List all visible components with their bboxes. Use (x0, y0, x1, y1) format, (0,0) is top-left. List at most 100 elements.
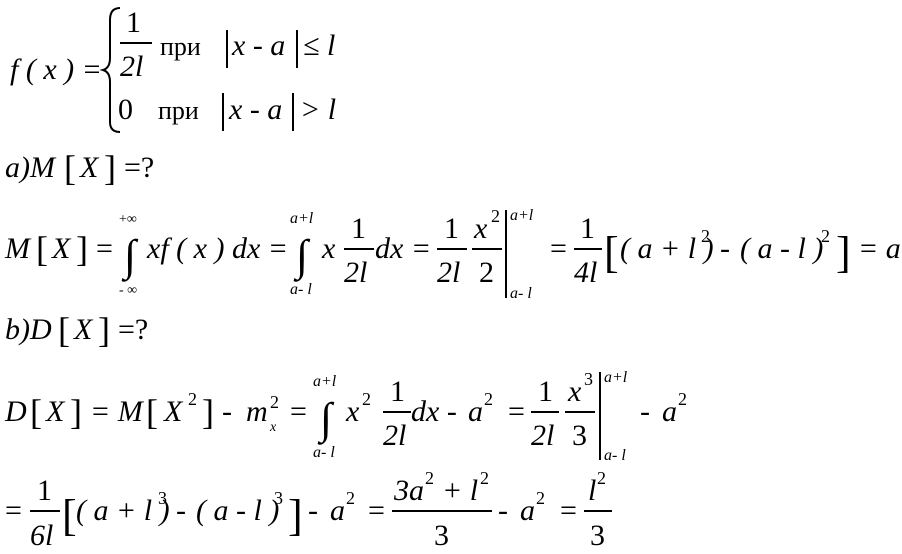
frac3-den: 2 (479, 256, 494, 289)
r-r-num: l (588, 474, 596, 507)
d-arg2: X (163, 395, 184, 428)
d-dx: dx - (411, 395, 457, 428)
d-frac3-exp: 3 (584, 369, 593, 389)
d-frac1-num: 1 (390, 375, 405, 408)
int1-lower: - ∞ (119, 283, 137, 298)
d-bracket2-r: ] (202, 392, 214, 432)
int2-upper: a+l (290, 210, 314, 227)
part-b-arg: X (73, 313, 94, 346)
r-a3: a (520, 494, 535, 527)
part-a-tail: =? (124, 151, 154, 184)
m-lhs: M (4, 232, 32, 265)
m-arg: X (51, 232, 72, 265)
r-term-1-exp: 3 (158, 488, 167, 508)
d-a2-exp: 2 (484, 389, 493, 409)
r-big-bracket-l: [ (62, 491, 77, 540)
case2-cond: x - a (228, 93, 282, 126)
int3-upper: a+l (313, 373, 337, 390)
d-m-sub: x (269, 420, 277, 435)
d-arg2-exp: 2 (188, 389, 197, 409)
r-frac-den: 6l (30, 519, 53, 552)
int3-lower: a- l (313, 444, 335, 461)
r-n-plus: + l (442, 474, 478, 507)
frac3-num: x (473, 212, 488, 245)
r-n-num: 3a (393, 474, 424, 507)
frac4-den: 4l (574, 256, 597, 289)
d-frac3-den: 3 (572, 419, 587, 452)
r-minus: - (176, 494, 186, 527)
d-minus: - (222, 395, 232, 428)
exp-a: 2 (701, 226, 710, 246)
d-frac3-num: x (567, 375, 582, 408)
r-n-exp2: 2 (480, 468, 489, 488)
d-lhs: D (4, 395, 27, 428)
r-a-exp: 2 (346, 488, 355, 508)
r-frac-num: 1 (37, 474, 52, 507)
case1-den: 2l (120, 50, 143, 83)
r-n-den: 3 (434, 519, 449, 552)
bracket-l-b: [ (58, 310, 70, 350)
r-r-exp: 2 (597, 468, 606, 488)
r-eq3: = (560, 494, 577, 527)
d-x2-exp: 2 (362, 389, 371, 409)
f-of-x: f ( x ) = (10, 53, 102, 86)
part-a-arg: X (79, 151, 100, 184)
big-bracket-l: [ (604, 228, 619, 277)
bar-lower-2: a- l (604, 447, 626, 464)
integral-sign-3: ∫ (317, 394, 335, 445)
d-frac1-den: 2l (383, 419, 406, 452)
bracket-r: ] (104, 148, 116, 188)
d-eq1: = M (90, 395, 145, 428)
m-eq2: = (550, 232, 567, 265)
r-term-2: ( a - l ) (196, 494, 279, 527)
r-minus2: - (308, 494, 318, 527)
left-brace (99, 7, 121, 133)
big-bracket-r: ] (836, 228, 851, 277)
d-m-sup: 2 (270, 392, 279, 412)
case1-cond: x - a (231, 29, 285, 62)
case1-word: при (160, 32, 201, 61)
bracket-term-2: ( a - l ) (740, 232, 823, 265)
d-a2: a (468, 395, 483, 428)
d-tail-a: a (662, 395, 677, 428)
case1-num: 1 (126, 6, 141, 39)
bar-lower-1: a- l (510, 285, 532, 302)
d-frac2-num: 1 (538, 375, 553, 408)
r-minus3: - (498, 494, 508, 527)
bar-upper-1: a+l (510, 207, 534, 224)
r-a: a (330, 494, 345, 527)
bar-upper-2: a+l (604, 369, 628, 386)
frac3-exp: 2 (491, 206, 500, 226)
m-bracket-l: [ (36, 229, 48, 269)
frac1-num: 1 (351, 212, 366, 245)
d-eq3: = (508, 395, 525, 428)
frac2-den: 2l (437, 256, 460, 289)
r-big-bracket-r: ] (288, 491, 303, 540)
integrand-2-x: x (321, 232, 336, 265)
part-a: a)M (5, 151, 57, 184)
part-b-tail: =? (118, 313, 148, 346)
d-eq2: = (290, 395, 307, 428)
r-n-exp1: 2 (425, 468, 434, 488)
frac4-num: 1 (580, 212, 595, 245)
bracket-r-b: ] (98, 310, 110, 350)
case2-rel: > l (300, 93, 336, 126)
d-tail-exp: 2 (678, 389, 687, 409)
m-bracket-r: ] (76, 229, 88, 269)
case1-rel: ≤ l (303, 29, 335, 62)
r-term-1: ( a + l ) (76, 494, 170, 527)
m-eq1: = (96, 232, 113, 265)
integrand-1: xf ( x ) dx = (146, 232, 288, 265)
frac1-den: 2l (344, 256, 367, 289)
d-m: m (246, 395, 268, 428)
d-bracket-r: ] (70, 392, 82, 432)
d-bracket-l: [ (30, 392, 42, 432)
r-r-den: 3 (590, 519, 605, 552)
part-b: b)D (5, 313, 52, 346)
integral-sign-1: ∫ (121, 231, 139, 282)
r-eq: = (5, 494, 22, 527)
d-arg: X (45, 395, 66, 428)
r-a3-exp: 2 (536, 488, 545, 508)
case2-word: при (158, 96, 199, 125)
